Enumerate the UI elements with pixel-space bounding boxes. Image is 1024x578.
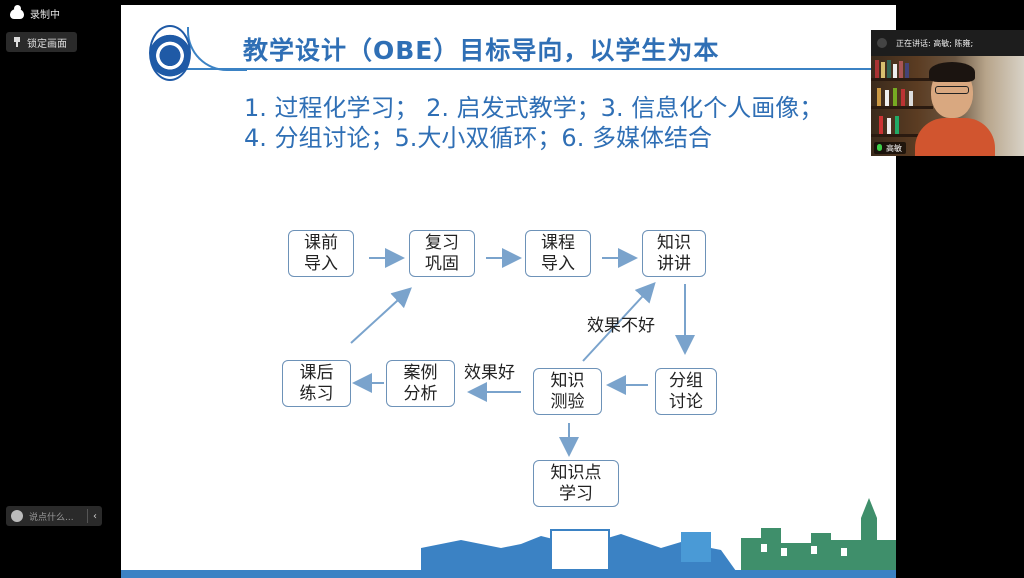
speaking-bar: 正在讲话: 高敏; 陈雍; (871, 30, 1024, 56)
node-quiz: 知识 测验 (533, 368, 602, 415)
book (877, 88, 881, 106)
arrow-lx-fx (350, 287, 412, 344)
campus-skyline (421, 498, 896, 578)
cloud-icon (10, 4, 24, 19)
book (879, 116, 883, 134)
speaking-label: 正在讲话: 高敏; 陈雍; (896, 38, 974, 48)
node-course-intro: 课程 导入 (525, 230, 591, 277)
bookshelf (871, 106, 933, 109)
bookshelf (871, 78, 933, 81)
slide-footer-bar (121, 570, 896, 578)
node-review: 复习 巩固 (409, 230, 475, 277)
node-case-analysis: 案例 分析 (386, 360, 455, 407)
book (893, 64, 897, 78)
emoji-icon[interactable] (11, 510, 23, 522)
book (905, 63, 909, 78)
book (895, 116, 899, 134)
chat-divider (87, 509, 88, 523)
book (875, 60, 879, 78)
node-pre-class: 课前 导入 (288, 230, 354, 277)
title-underline (181, 68, 896, 70)
participant-body (915, 118, 995, 156)
participant-glasses (935, 86, 969, 94)
arrow-cy-zs (582, 282, 656, 362)
flow-arrows (350, 248, 695, 457)
book (887, 60, 891, 78)
speaker-avatar-icon (877, 38, 887, 48)
book (881, 62, 885, 78)
slide-points: 1. 过程化学习； 2. 启发式教学；3. 信息化个人画像；4. 分组讨论；5.… (244, 94, 824, 152)
school-logo-icon (149, 25, 191, 81)
flow-diagram: 课前 导入 复习 巩固 课程 导入 知识 讲讲 分组 讨论 知识 测验 案例 分… (121, 5, 896, 578)
recording-indicator: 录制中 (10, 4, 60, 21)
collapse-chevron-icon[interactable]: ‹ (93, 510, 97, 522)
label-good-effect: 效果好 (464, 363, 515, 383)
book (887, 118, 891, 134)
book (909, 91, 913, 106)
slide-title: 教学设计（OBE）目标导向，以学生为本 (243, 36, 720, 65)
node-group-discussion: 分组 讨论 (655, 368, 717, 415)
pin-icon (13, 37, 21, 47)
lock-screen-label: 锁定画面 (27, 38, 67, 50)
chat-placeholder: 说点什么... (29, 512, 74, 523)
participant-name-tag: 高敏 (874, 142, 906, 154)
label-bad-effect: 效果不好 (587, 316, 655, 336)
presentation-slide: 教学设计（OBE）目标导向，以学生为本 1. 过程化学习； 2. 启发式教学；3… (121, 5, 896, 578)
node-knowledge-point: 知识点 学习 (533, 460, 619, 507)
book (899, 61, 903, 78)
book (901, 89, 905, 106)
recording-label: 录制中 (30, 10, 60, 21)
lock-screen-button[interactable]: 锁定画面 (6, 32, 77, 52)
video-panel[interactable]: 正在讲话: 高敏; 陈雍; 高敏 (871, 30, 1024, 156)
node-lecture: 知识 讲讲 (642, 230, 706, 277)
bookshelf (871, 134, 933, 137)
camera-feed: 高敏 (871, 56, 1024, 156)
participant-name: 高敏 (886, 143, 902, 153)
node-after-class: 课后 练习 (282, 360, 351, 407)
participant-hair (929, 62, 975, 82)
chat-input[interactable]: 说点什么... ‹ (6, 506, 102, 526)
book (893, 88, 897, 106)
book (885, 90, 889, 106)
